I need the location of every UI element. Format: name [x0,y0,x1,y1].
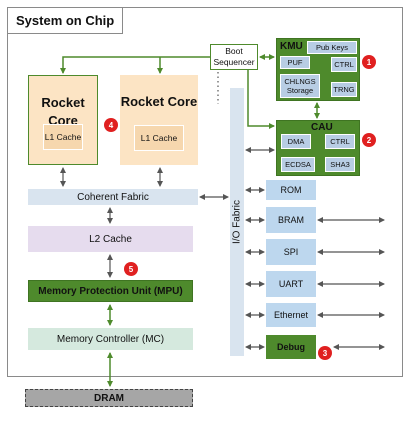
badge-5: 5 [124,262,138,276]
badge-1: 1 [362,55,376,69]
cau-ctrl: CTRL [325,134,355,149]
kmu-ctrl: CTRL [331,57,357,72]
badge-3: 3 [318,346,332,360]
badge-4: 4 [104,118,118,132]
badge-2: 2 [362,133,376,147]
bram-block: BRAM [266,207,316,233]
uart-block: UART [266,271,316,297]
boot-sequencer: Boot Sequencer [210,44,258,70]
memory-protection-unit: Memory Protection Unit (MPU) [28,280,193,302]
rocket-core-2: Rocket Core L1 Cache [120,75,198,165]
cau-title: CAU [311,122,333,133]
cau-panel: CAU DMA CTRL ECDSA SHA3 [276,120,360,176]
core-2-l1-cache: L1 Cache [134,125,184,151]
rocket-core-1: Rocket Core L1 Cache [28,75,98,165]
cau-ecdsa: ECDSA [281,157,315,172]
l2-cache: L2 Cache [28,226,193,252]
cau-dma: DMA [281,134,311,149]
dram: DRAM [25,389,193,407]
kmu-chlngs-storage: CHLNGS Storage [280,74,320,98]
kmu-panel: KMU Pub Keys PUF CTRL CHLNGS Storage TRN… [276,38,360,101]
core-2-label: Rocket Core [120,94,198,109]
kmu-pub-keys: Pub Keys [307,41,357,54]
cau-sha3: SHA3 [325,157,355,172]
kmu-trng: TRNG [331,82,357,97]
kmu-puf: PUF [280,56,310,69]
spi-block: SPI [266,239,316,265]
memory-controller: Memory Controller (MC) [28,328,193,350]
ethernet-block: Ethernet [266,303,316,327]
rom-block: ROM [266,180,316,200]
io-fabric: I/O Fabric [230,88,244,356]
kmu-title: KMU [280,41,303,52]
io-fabric-label: I/O Fabric [231,200,243,244]
soc-title: System on Chip [8,8,124,34]
debug-block: Debug [266,335,316,359]
coherent-fabric: Coherent Fabric [28,189,198,205]
core-1-l1-cache: L1 Cache [43,124,83,150]
